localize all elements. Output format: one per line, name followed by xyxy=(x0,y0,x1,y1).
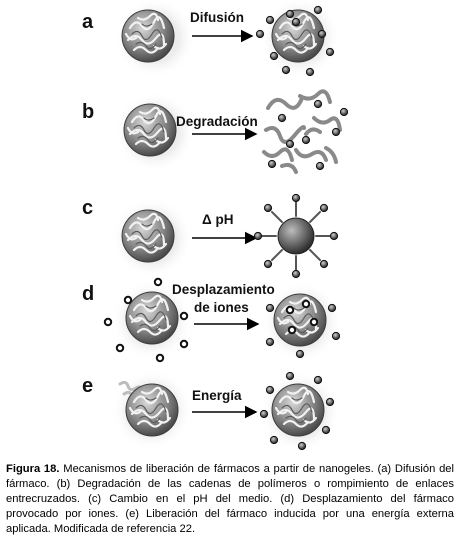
panel-letter: c xyxy=(82,197,93,219)
collapsed-nanogel xyxy=(261,201,331,271)
caption-text: Mecanismos de liberación de fármacos a p… xyxy=(6,463,455,535)
figure-caption: Figura 18. Mecanismos de liberación de f… xyxy=(6,462,454,537)
panel-c: c Δ pH xyxy=(82,193,339,279)
figure-label: Figura 18. xyxy=(6,463,60,475)
mechanism-label: Δ pH xyxy=(202,212,233,227)
mechanism-label-line1: Desplazamiento xyxy=(172,282,275,297)
degraded-polymer-chains xyxy=(262,89,342,174)
mechanism-label: Energía xyxy=(192,388,242,403)
panel-letter: d xyxy=(82,283,94,305)
mechanism-label: Difusión xyxy=(190,10,244,25)
drug-release-mechanisms-figure: a Difusión b Degradación xyxy=(82,0,349,452)
panel-letter: b xyxy=(82,101,94,123)
panel-a: a Difusión xyxy=(82,0,340,78)
mechanism-label-line2: de iones xyxy=(194,300,249,315)
panel-e: e Energía xyxy=(82,370,340,452)
mechanism-label: Degradación xyxy=(176,114,258,129)
panel-letter: e xyxy=(82,375,93,397)
panel-d: d Desplazamiento de iones xyxy=(82,277,342,363)
panel-b: b Degradación xyxy=(82,89,349,174)
panel-letter: a xyxy=(82,11,94,33)
